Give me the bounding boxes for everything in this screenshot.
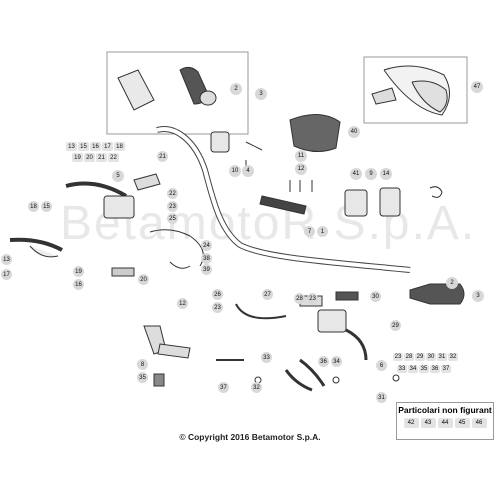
callout: 32 — [251, 382, 262, 393]
callout: 2 — [446, 277, 458, 289]
callout: 35 — [137, 372, 148, 383]
callout: 1 — [317, 226, 328, 237]
callout: 13 — [1, 254, 12, 265]
callout: 22 — [108, 153, 119, 162]
callout: 4 — [242, 165, 254, 177]
callout: 21 — [157, 151, 168, 162]
callout: 20 — [84, 153, 95, 162]
callout: 10 — [229, 165, 241, 177]
callout: 12 — [295, 163, 307, 175]
callout: 37 — [218, 382, 229, 393]
callout: 13 — [66, 142, 77, 151]
callout: 28 — [294, 293, 305, 304]
callout: 3 — [255, 88, 267, 100]
callout: 25 — [167, 213, 178, 224]
copyright-text: © Copyright 2016 Betamotor S.p.A. — [179, 432, 321, 442]
callout: 18 — [114, 142, 125, 151]
callout: 21 — [96, 153, 107, 162]
callout: 40 — [348, 126, 360, 138]
not-figured-part: 46 — [471, 418, 487, 428]
callout: 24 — [201, 240, 212, 251]
not-figured-part: 45 — [454, 418, 470, 428]
callout: 41 — [350, 168, 362, 180]
callout: 23 — [212, 302, 223, 313]
callout: 18 — [28, 201, 39, 212]
callout: 30 — [370, 291, 381, 302]
callout: 11 — [295, 150, 307, 162]
callout: 29 — [390, 320, 401, 331]
callout: 38 — [201, 253, 212, 264]
callout: 15 — [41, 201, 52, 212]
callout: 16 — [73, 279, 84, 290]
callout: 19 — [72, 153, 83, 162]
callout: 34 — [408, 365, 418, 373]
callout: 32 — [448, 353, 458, 361]
callout: 39 — [201, 264, 212, 275]
callout: 17 — [1, 269, 12, 280]
callout: 29 — [415, 353, 425, 361]
callout: 8 — [137, 359, 148, 370]
callout: 36 — [318, 356, 329, 367]
callout: 37 — [441, 365, 451, 373]
callout: 34 — [331, 356, 342, 367]
callout: 31 — [376, 392, 387, 403]
callout: 19 — [73, 266, 84, 277]
callout: 33 — [397, 365, 407, 373]
callout: 17 — [102, 142, 113, 151]
callout: 31 — [437, 353, 447, 361]
callout: 7 — [304, 226, 315, 237]
callout: 14 — [380, 168, 392, 180]
callout: 20 — [138, 274, 149, 285]
callout: 22 — [167, 188, 178, 199]
callout: 23 — [307, 293, 318, 304]
callout: 23 — [393, 353, 403, 361]
callout: 3 — [472, 290, 484, 302]
callout: 2 — [230, 83, 242, 95]
callout: 15 — [78, 142, 89, 151]
callout: 6 — [376, 360, 387, 371]
not-figured-part: 43 — [420, 418, 436, 428]
callout: 16 — [90, 142, 101, 151]
not-figured-part: 42 — [403, 418, 419, 428]
callout: 27 — [262, 289, 273, 300]
callout: 28 — [404, 353, 414, 361]
not-figured-part: 44 — [437, 418, 453, 428]
callout: 33 — [261, 352, 272, 363]
callout: 36 — [430, 365, 440, 373]
callout: 47 — [471, 81, 483, 93]
callout: 26 — [212, 289, 223, 300]
callout: 35 — [419, 365, 429, 373]
callout: 12 — [177, 298, 188, 309]
callout: 9 — [365, 168, 377, 180]
callout: 30 — [426, 353, 436, 361]
callout: 5 — [112, 170, 124, 182]
callout: 23 — [167, 201, 178, 212]
not-figured-title: Particolari non figurant — [398, 405, 492, 415]
not-figured-parts-box: Particolari non figurant 42 43 44 45 46 — [396, 402, 494, 440]
